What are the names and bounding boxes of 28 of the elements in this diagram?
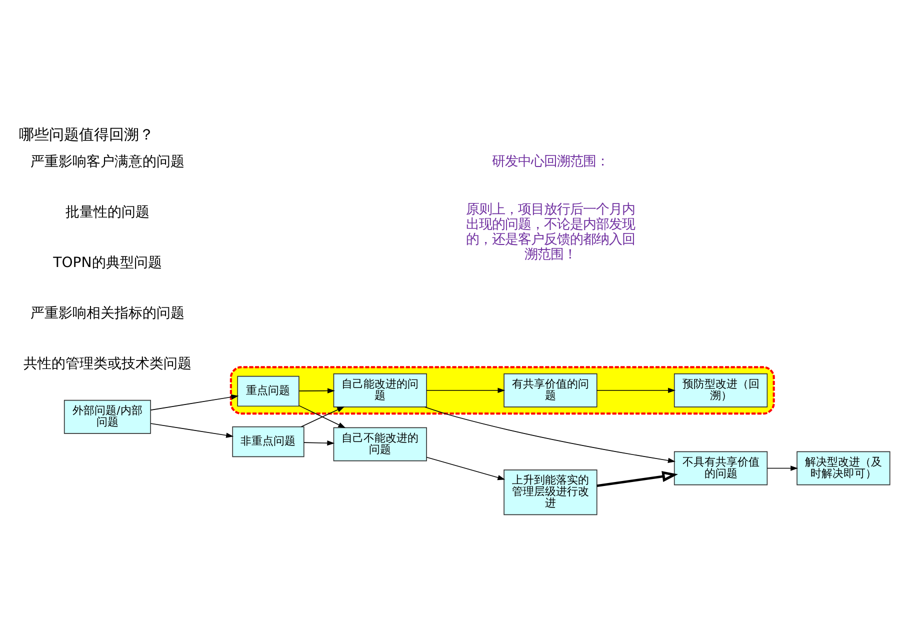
arrow (150, 423, 234, 438)
label: 研发中心回溯范围： (492, 154, 609, 170)
label: 严重影响相关指标的问题 (30, 306, 184, 322)
arrow (766, 466, 798, 471)
node-box: 非重点问题 (232, 426, 304, 458)
label: 批量性的问题 (65, 204, 150, 220)
node-box: 自己能改进的问题 (333, 373, 427, 408)
label: 原则上，项目放行后一个月内出现的问题，不论是内部发现的，还是客户反馈的都纳入回溯范围！ (466, 202, 635, 262)
node-box: 自己不能改进的问题 (333, 427, 427, 462)
label: 严重影响客户满意的问题 (30, 154, 184, 170)
arrow (150, 394, 239, 410)
node-box: 上升到能落实的管理层级进行改进 (504, 470, 598, 516)
arrow (426, 456, 506, 480)
arrow (596, 388, 676, 393)
node-box: 预防型改进（回溯） (674, 373, 768, 408)
arrow (424, 406, 676, 464)
node-box: 解决型改进（及时解决即可） (796, 451, 890, 486)
node-box: 外部问题/内部问题 (64, 400, 151, 434)
node-box: 不具有共享价值的问题 (674, 451, 768, 486)
label: 共性的管理类或技术类问题 (23, 356, 192, 372)
arrow (298, 388, 335, 394)
node-box: 有共享价值的问题 (504, 373, 598, 408)
arrow (304, 440, 335, 446)
arrow (596, 471, 678, 488)
node-box: 重点问题 (237, 376, 300, 407)
label: TOPN的典型问题 (53, 254, 162, 271)
diagram-title: 哪些问题值得回溯？ (18, 126, 154, 144)
arrow (426, 388, 506, 393)
